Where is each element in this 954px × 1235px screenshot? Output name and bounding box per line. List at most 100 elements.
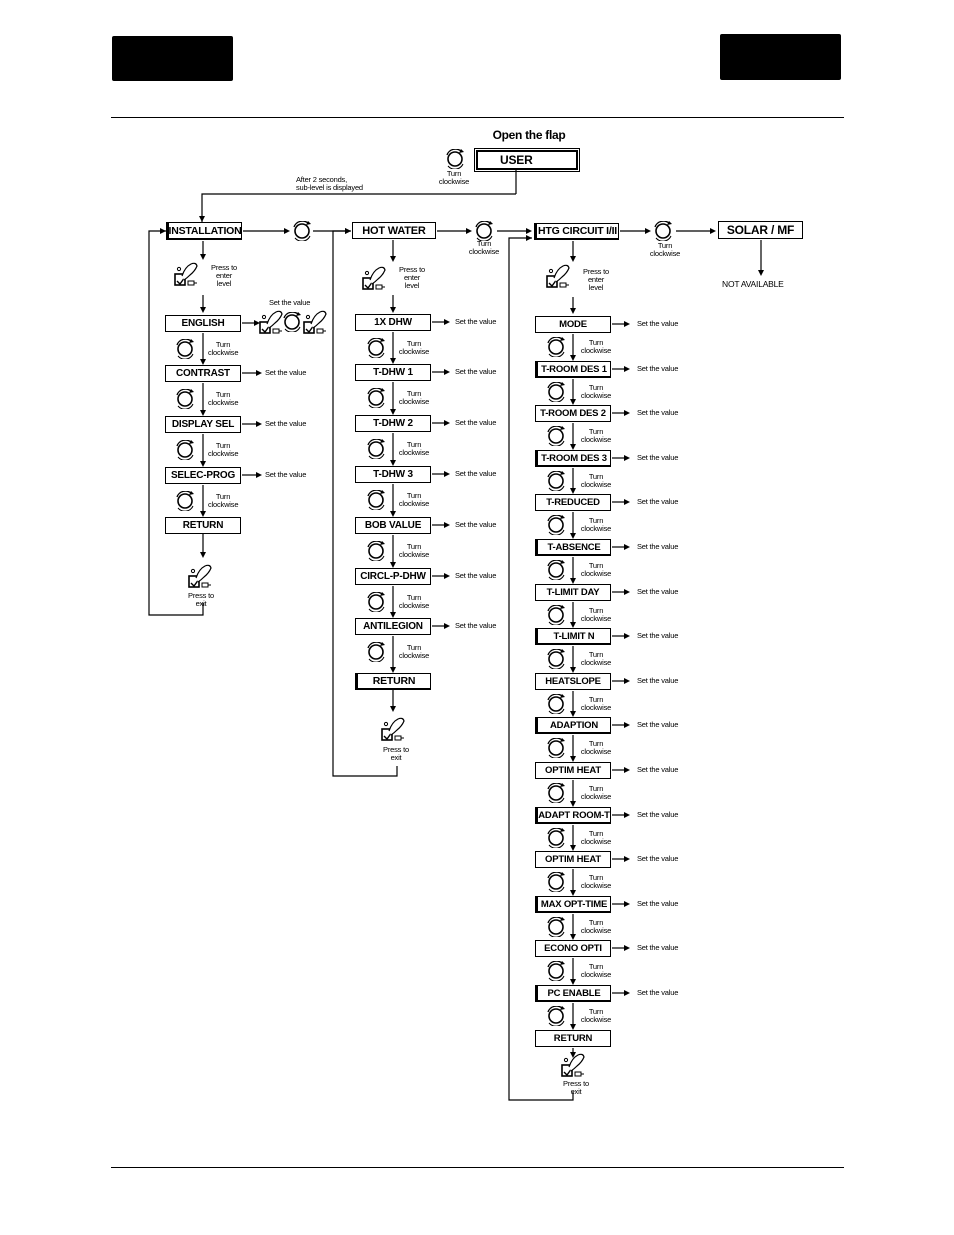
installation-turn-3: Turn clockwise	[208, 492, 239, 509]
user-box: USER	[474, 148, 580, 172]
header-logo-right	[720, 34, 841, 80]
htg-knob-8	[545, 693, 567, 719]
installation-exit-label: Press to exit	[188, 591, 214, 608]
htg-turn-4: Turn clockwise	[580, 516, 612, 533]
htg-setvalue-4: Set the value	[637, 497, 679, 506]
htg-turn-6: Turn clockwise	[580, 606, 612, 623]
installation-turn-2: Turn clockwise	[208, 441, 239, 458]
installation-item-4: RETURN	[165, 517, 241, 534]
htg-item-5: T-ABSENCE	[535, 539, 611, 556]
htg-setvalue-2: Set the value	[637, 408, 679, 417]
hot-water-box: HOT WATER	[352, 222, 436, 239]
header-logo-left	[112, 36, 233, 81]
htg-turn-7: Turn clockwise	[580, 650, 612, 667]
hotwater-exit-label: Press to exit	[383, 745, 409, 762]
htg-item-1: T-ROOM DES 1	[535, 361, 611, 378]
installation-enter-press-icon	[173, 261, 203, 294]
solar-mf-box: SOLAR / MF	[718, 221, 803, 239]
hotwater-setvalue-0: Set the value	[455, 317, 497, 326]
htg-knob-3	[545, 470, 567, 496]
htg-knob-14	[545, 960, 567, 986]
hotwater-item-7: RETURN	[355, 673, 431, 690]
installation-setvalue-0: Set the value	[269, 298, 311, 307]
htg-item-15: PC ENABLE	[535, 985, 611, 1002]
installation-box: INSTALLATION	[166, 222, 242, 240]
english-knob-icon	[281, 311, 303, 337]
htg-enter-label: Press to enter level	[583, 267, 609, 292]
installation-item-1: CONTRAST	[165, 365, 241, 382]
htg-knob-2	[545, 425, 567, 451]
htg-item-8: HEATSLOPE	[535, 673, 611, 690]
htg-to-solar-turn: Turn clockwise	[649, 241, 681, 258]
solar-not-available: NOT AVAILABLE	[722, 279, 784, 289]
htg-setvalue-0: Set the value	[637, 319, 679, 328]
htg-item-10: OPTIM HEAT	[535, 762, 611, 779]
installation-item-2: DISPLAY SEL	[165, 416, 241, 433]
installation-knob-1	[174, 388, 196, 414]
installation-turn-0: Turn clockwise	[208, 340, 239, 357]
htg-item-11: ADAPT ROOM-T	[535, 807, 611, 824]
htg-turn-13: Turn clockwise	[580, 918, 612, 935]
htg-item-3: T-ROOM DES 3	[535, 450, 611, 467]
htg-setvalue-11: Set the value	[637, 810, 679, 819]
installation-knob-0	[174, 338, 196, 364]
htg-item-7: T-LIMIT N	[535, 628, 611, 645]
hotwater-item-6: ANTILEGION	[355, 618, 431, 635]
htg-setvalue-6: Set the value	[637, 587, 679, 596]
hotwater-knob-3	[365, 489, 387, 515]
htg-item-2: T-ROOM DES 2	[535, 405, 611, 422]
hotwater-item-0: 1X DHW	[355, 314, 431, 331]
footer-divider	[111, 1167, 844, 1168]
htg-item-14: ECONO OPTI	[535, 940, 611, 957]
hotwater-knob-6	[365, 641, 387, 667]
htg-setvalue-9: Set the value	[637, 720, 679, 729]
hotwater-knob-2	[365, 438, 387, 464]
english-press-icon-b	[302, 309, 332, 342]
hotwater-turn-0: Turn clockwise	[398, 339, 430, 356]
htg-turn-5: Turn clockwise	[580, 561, 612, 578]
htg-knob-13	[545, 916, 567, 942]
english-press-icon-a	[258, 309, 288, 342]
hotwater-setvalue-5: Set the value	[455, 571, 497, 580]
hotwater-setvalue-6: Set the value	[455, 621, 497, 630]
hotwater-setvalue-4: Set the value	[455, 520, 497, 529]
user-knob-icon	[444, 148, 466, 174]
htg-turn-14: Turn clockwise	[580, 962, 612, 979]
installation-turn-1: Turn clockwise	[208, 390, 239, 407]
hotwater-turn-1: Turn clockwise	[398, 389, 430, 406]
user-turn-label: Turn clockwise	[438, 169, 470, 186]
installation-enter-label: Press to enter level	[211, 263, 237, 288]
diagram-title: Open the flap	[492, 128, 566, 142]
htg-setvalue-1: Set the value	[637, 364, 679, 373]
installation-knob-3	[174, 490, 196, 516]
installation-item-3: SELEC-PROG	[165, 467, 241, 484]
htg-knob-6	[545, 604, 567, 630]
htg-turn-2: Turn clockwise	[580, 427, 612, 444]
hotwater-to-htg-knob	[473, 220, 495, 246]
htg-knob-12	[545, 871, 567, 897]
htg-item-16: RETURN	[535, 1030, 611, 1047]
installation-to-hotwater-knob	[291, 220, 313, 246]
htg-enter-press-icon	[545, 263, 575, 296]
htg-turn-11: Turn clockwise	[580, 829, 612, 846]
installation-exit-press-icon	[187, 563, 217, 596]
hotwater-turn-6: Turn clockwise	[398, 643, 430, 660]
htg-setvalue-14: Set the value	[637, 943, 679, 952]
hotwater-item-1: T-DHW 1	[355, 364, 431, 381]
installation-item-0: ENGLISH	[165, 315, 241, 332]
htg-knob-5	[545, 559, 567, 585]
htg-turn-12: Turn clockwise	[580, 873, 612, 890]
htg-knob-11	[545, 827, 567, 853]
installation-setvalue-2: Set the value	[265, 419, 307, 428]
hotwater-item-5: CIRCL-P-DHW	[355, 568, 431, 585]
htg-setvalue-13: Set the value	[637, 899, 679, 908]
htg-exit-label: Press to exit	[563, 1079, 589, 1096]
hotwater-turn-3: Turn clockwise	[398, 491, 430, 508]
htg-item-13: MAX OPT-TIME	[535, 896, 611, 913]
htg-to-solar-knob	[652, 220, 674, 246]
hotwater-item-3: T-DHW 3	[355, 466, 431, 483]
hotwater-setvalue-2: Set the value	[455, 418, 497, 427]
htg-setvalue-8: Set the value	[637, 676, 679, 685]
hotwater-setvalue-1: Set the value	[455, 367, 497, 376]
